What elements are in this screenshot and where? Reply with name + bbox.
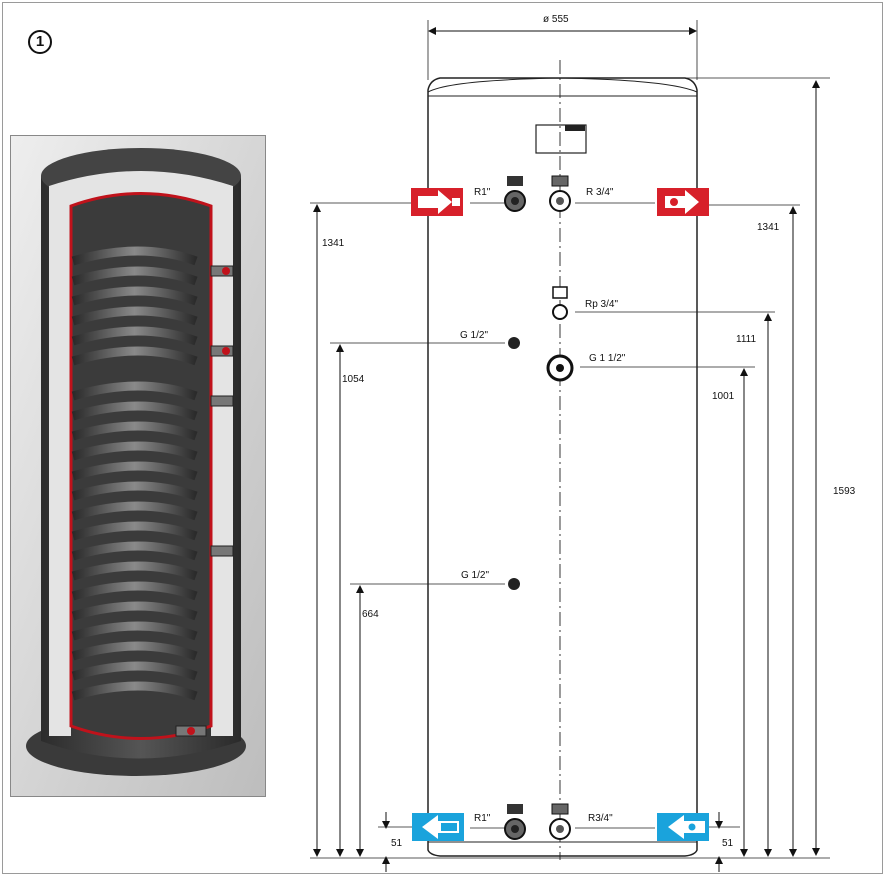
- cold-return-in-arrow-icon: [412, 813, 464, 841]
- hot-flow-out-arrow-icon: [657, 188, 709, 216]
- dim-diameter: ø 555: [543, 14, 569, 25]
- fitting-top-left: [504, 176, 526, 212]
- dim-1054: 1054: [342, 374, 365, 385]
- fitting-bottom-right: [549, 803, 571, 840]
- dim-left-1341: 1341: [322, 238, 345, 249]
- conn-g-half-upper: G 1/2": [460, 330, 489, 341]
- fitting-bottom-left: [504, 804, 526, 840]
- dim-664: 664: [362, 609, 379, 620]
- conn-top-right: R 3/4": [586, 187, 614, 198]
- figure-number: 1: [28, 30, 52, 54]
- fitting-top-right: [549, 175, 571, 212]
- conn-bottom-left: R1": [474, 813, 491, 824]
- tank-cutaway-illustration: [10, 135, 266, 797]
- fitting-g-half-upper: [508, 337, 520, 349]
- conn-bottom-right: R3/4": [588, 813, 613, 824]
- dim-right-1341: 1341: [757, 222, 780, 233]
- hot-flow-in-arrow-icon: [411, 188, 463, 216]
- conn-top-left: R1": [474, 187, 491, 198]
- cold-return-out-arrow-icon: [657, 813, 709, 841]
- fitting-g-half-lower: [508, 578, 520, 590]
- dim-1111: 1111: [736, 334, 757, 345]
- dim-bottom-right-51: 51: [722, 838, 734, 849]
- dim-bottom-left-51: 51: [391, 838, 403, 849]
- conn-g-one-half: G 1 1/2": [589, 353, 626, 364]
- fitting-g-one-half: [546, 354, 574, 382]
- fitting-rp: [552, 286, 568, 320]
- dim-total-height: 1593: [833, 486, 856, 497]
- dim-1001: 1001: [712, 391, 735, 402]
- conn-rp: Rp 3/4": [585, 299, 619, 310]
- conn-g-half-lower: G 1/2": [461, 570, 490, 581]
